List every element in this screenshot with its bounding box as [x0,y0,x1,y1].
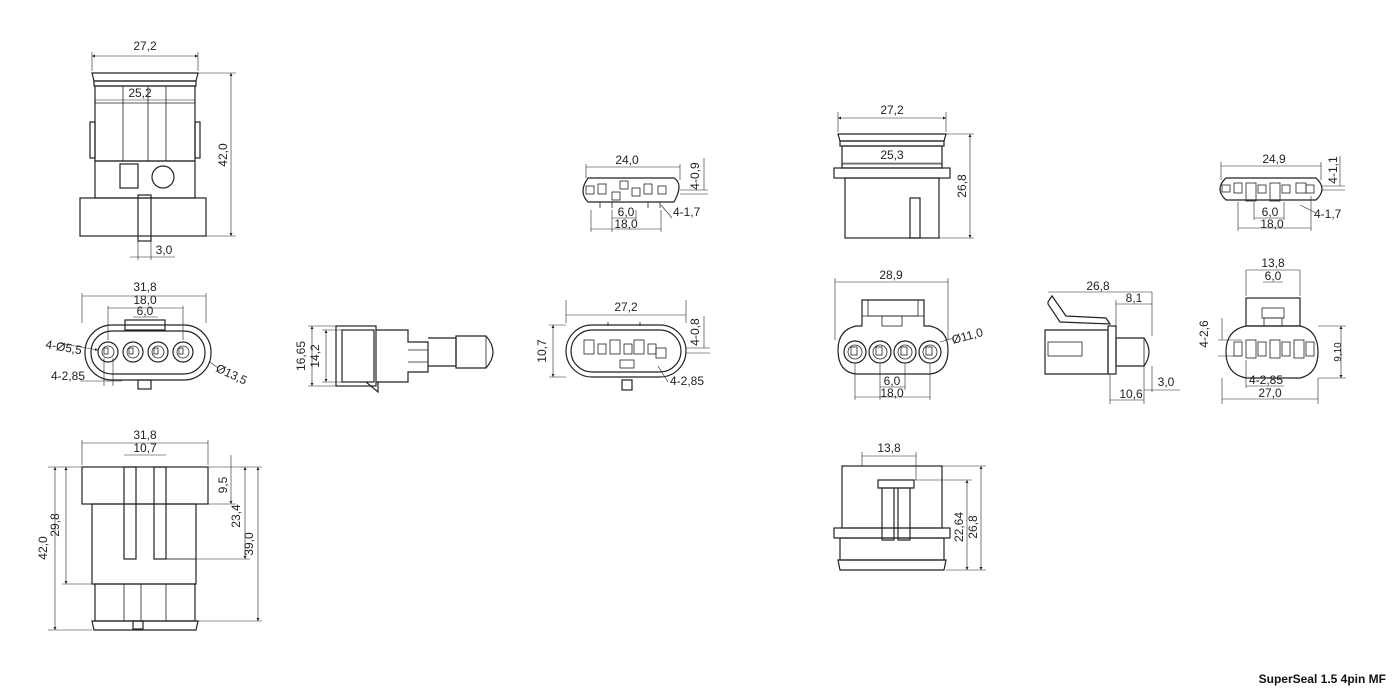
dim-pitch: 6,0 [137,304,154,318]
female-front-view: 28,9 Ø11,0 6,0 18,0 [834,268,985,400]
female-mating-face-view: 13,8 6,0 4-2,6 9,10 4-2,85 27,0 [1197,256,1346,404]
dim-pitch: 6,0 [884,374,901,388]
dim-latch-w: 13,8 [877,441,901,455]
dim-pins: 4-2,85 [670,374,704,388]
male-front-view: 31,8 18,0 6,0 4-Ø5,5 4-2,85 Ø13,5 [44,280,250,390]
dim-h-outer: 16,65 [294,341,308,371]
dim-pitch: 6,0 [618,205,635,219]
dim-pitch-outer: 18,0 [614,217,638,231]
male-profile-view: 16,65 14,2 [294,325,494,394]
dim-width-inner: 25,3 [880,148,904,162]
dim-h-inner: 14,2 [308,344,322,368]
dim-latch-w: 13,8 [1261,256,1285,270]
male-bottom-view: 31,8 10,7 42,0 29,8 9,5 23,4 39,0 [36,428,262,631]
dim-h-outer: 26,8 [966,515,980,539]
dim-height: 9,10 [1333,342,1344,362]
dim-width: 24,0 [615,153,639,167]
dim-terminal: 4-1,7 [673,205,701,219]
dim-pitch: 6,0 [1265,269,1282,283]
dim-width-top: 27,2 [133,39,157,53]
dim-pitch: 6,0 [1262,205,1279,219]
male-mating-face-view: 27,2 4-0,8 10,7 4-2,85 [535,300,710,391]
dim-slots: 4-2,6 [1197,320,1211,348]
dim-h-total: 42,0 [36,536,50,560]
male-top-face-view: 24,0 4-0,9 6,0 18,0 4-1,7 [582,153,708,232]
dim-h-mid: 23,4 [229,504,243,528]
dim-diameter: Ø13,5 [214,361,250,388]
dim-height: 42,0 [216,143,230,167]
dim-pitch-outer: 18,0 [1260,217,1284,231]
dim-h-inner: 22,64 [952,512,966,542]
dim-slots: 4-0,9 [688,162,702,190]
dim-slots: 4-0,8 [688,318,702,346]
dim-pitch-outer: 18,0 [133,293,157,307]
female-top-face-view: 24,9 4-1,1 6,0 18,0 4-1,7 [1219,152,1345,231]
dim-terminal: 4-1,7 [1314,207,1342,221]
dim-width-inner: 25,2 [128,86,152,100]
dim-width: 31,8 [133,280,157,294]
dim-step: 3,0 [1158,375,1175,389]
dim-pins: 4-2,85 [51,369,85,383]
dim-latch: 3,0 [156,243,173,257]
dim-width: 24,9 [1262,152,1286,166]
dim-height: 26,8 [955,174,969,198]
dim-length: 26,8 [1086,279,1110,293]
dim-pitch-outer: 18,0 [880,386,904,400]
dim-diameter: Ø11,0 [950,325,985,347]
dim-width: 28,9 [879,268,903,282]
dim-h-body: 29,8 [48,513,62,537]
dim-holes: 4-Ø5,5 [44,337,83,357]
female-side-view: 27,2 25,3 26,8 [833,103,974,239]
dim-h-side: 39,0 [242,532,256,556]
dim-width: 27,2 [614,300,638,314]
dim-width: 31,8 [133,428,157,442]
dim-h-top: 9,5 [216,476,230,493]
drawing-title: SuperSeal 1.5 4pin MF [1258,672,1386,686]
dim-slots: 4-1,1 [1326,156,1340,184]
female-bottom-view: 13,8 22,64 26,8 [833,441,986,571]
dim-slot: 10,7 [133,441,157,455]
dim-pins: 4-2,85 [1249,373,1283,387]
dim-width-top: 27,2 [880,103,904,117]
female-profile-view: 26,8 8,1 10,6 3,0 [1044,279,1180,404]
male-side-view: 27,2 25,2 42,0 3,0 [79,39,236,260]
dim-latch: 8,1 [1126,291,1143,305]
dim-height: 10,7 [535,339,549,363]
dim-bottom: 10,6 [1119,387,1143,401]
dim-width: 27,0 [1258,386,1282,400]
